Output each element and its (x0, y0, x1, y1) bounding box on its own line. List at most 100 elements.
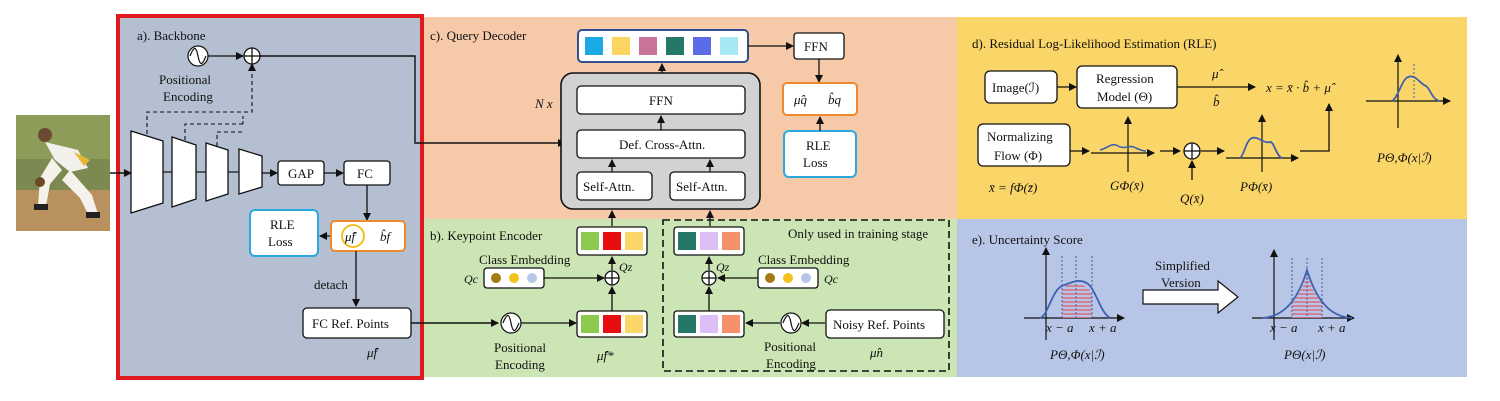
rle-add-icon (1183, 142, 1201, 160)
encoder-left-bottom-tokens (581, 315, 643, 333)
uncertainty-plot-right (1252, 249, 1355, 340)
encoder-sine-icon-1 (500, 312, 522, 334)
training-note: Only used in training stage (788, 226, 928, 241)
class-dot (509, 273, 519, 283)
q-z-1: Qz (619, 260, 633, 274)
encoder-token (603, 315, 621, 333)
class-emb-1-dots (491, 273, 537, 283)
encoder-token (722, 232, 740, 250)
simplified-line1: Simplified (1155, 258, 1210, 273)
encoder-left-top-tokens (581, 232, 643, 250)
decoder-title: c). Query Decoder (430, 28, 527, 43)
training-only-region (662, 219, 950, 372)
rle-equation: x = x̄ · b̂ + μ̂ (1265, 80, 1336, 95)
backbone-add-icon (243, 47, 261, 65)
regression-line1: Regression (1096, 71, 1154, 86)
encoder-right-bottom-tokens (678, 315, 740, 333)
x-minus-a-1: x − a (1045, 320, 1074, 335)
p-theta-phi-label: PΘ,Φ(x|ℐ) (1376, 150, 1432, 165)
class-emb-1-label: Class Embedding (479, 252, 571, 267)
class-dot (491, 273, 501, 283)
decoder-b-q: b̂q (828, 92, 842, 107)
backbone-rle-loss-box (249, 209, 319, 257)
x-plus-a-2: x + a (1317, 320, 1346, 335)
ffn-inner-box (576, 85, 746, 115)
x-minus-a-2: x − a (1269, 320, 1298, 335)
class-dot (765, 273, 775, 283)
query-token (639, 37, 657, 55)
flow-box (977, 123, 1071, 167)
p-phi-label: PΦ(x̄) (1239, 179, 1272, 194)
rle-panel (957, 17, 1467, 219)
backbone-title: a). Backbone (137, 28, 206, 43)
encoder-title: b). Keypoint Encoder (430, 228, 543, 243)
encoder-token (581, 315, 599, 333)
encoder-token (581, 232, 599, 250)
p-phi-plot (1226, 114, 1299, 172)
rle-title: d). Residual Log-Likelihood Estimation (… (972, 36, 1216, 51)
encoder-token (603, 232, 621, 250)
p-theta-phi-plot (1366, 54, 1451, 128)
g-phi-label: GΦ(x̄) (1110, 178, 1144, 193)
self-attn-2-box (669, 171, 746, 201)
input-image (16, 115, 110, 231)
q-label: Q(x̄) (1180, 191, 1204, 206)
rle-b-hat: b̂ (1213, 94, 1220, 109)
class-emb-2-dots (765, 273, 811, 283)
ffn-inner-label: FFN (649, 93, 673, 108)
encoder-sine-icon-2 (780, 312, 802, 334)
regression-line2: Model (Θ) (1097, 89, 1152, 104)
uncertainty-title: e). Uncertainty Score (972, 232, 1083, 247)
ffn-out-label: FFN (804, 39, 828, 54)
encoder-token (678, 232, 696, 250)
mu-n: μ̂n (869, 345, 883, 360)
encoder-token (625, 232, 643, 250)
uncertainty-plot-left (1024, 247, 1125, 340)
encoder-pos-enc-1-line2: Encoding (495, 357, 545, 372)
encoder-pos-enc-2-line1: Positional (764, 339, 816, 354)
noisy-ref-box (825, 309, 945, 339)
simplified-line2: Version (1161, 275, 1201, 290)
simplified-arrow (1142, 279, 1239, 315)
p-left-label: PΘ,Φ(x|ℐ) (1049, 347, 1105, 362)
self-attn-1-label: Self-Attn. (583, 179, 635, 194)
backbone-rle-line1: RLE (270, 217, 295, 232)
backbone-pos-enc-line2: Encoding (163, 89, 213, 104)
encoder-pos-enc-2-line2: Encoding (766, 356, 816, 371)
encoder-right-top-tokens (678, 232, 740, 250)
self-attn-2-label: Self-Attn. (676, 179, 728, 194)
backbone-rle-line2: Loss (268, 234, 293, 249)
q-c-2: Qc (824, 272, 839, 286)
gap-label: GAP (288, 166, 314, 181)
sine-icon (187, 45, 209, 67)
decoder-mu-q: μ̂q (793, 92, 808, 107)
decoder-rle-line2: Loss (803, 155, 828, 170)
encoder-token (700, 232, 718, 250)
class-dot (527, 273, 537, 283)
flow-line1: Normalizing (987, 129, 1053, 144)
encoder-token (625, 315, 643, 333)
n-x-label: N x (534, 96, 553, 111)
backbone-mu-f: μ̂f (344, 229, 358, 244)
decoder-prediction-box (782, 82, 858, 116)
query-token (720, 37, 738, 55)
query-token (666, 37, 684, 55)
backbone-highlight-border (116, 14, 424, 380)
query-token (585, 37, 603, 55)
class-dot (801, 273, 811, 283)
encoder-add-icon-1 (604, 270, 620, 286)
noisy-ref-label: Noisy Ref. Points (833, 317, 925, 332)
q-c-1: Qc (464, 272, 479, 286)
fc-label: FC (357, 166, 373, 181)
cross-attn-label: Def. Cross-Attn. (619, 137, 705, 152)
fc-ref-points-label: FC Ref. Points (312, 316, 389, 331)
x-plus-a-1: x + a (1088, 320, 1117, 335)
backbone-pos-enc-line1: Positional (159, 72, 211, 87)
mu-f-star: μ̂f* (596, 348, 614, 363)
query-token (693, 37, 711, 55)
q-z-2: Qz (716, 260, 730, 274)
g-phi-plot (1091, 116, 1155, 172)
encoder-add-icon-2 (701, 270, 717, 286)
backbone-mu-f-bottom: μ̂f (366, 345, 380, 360)
